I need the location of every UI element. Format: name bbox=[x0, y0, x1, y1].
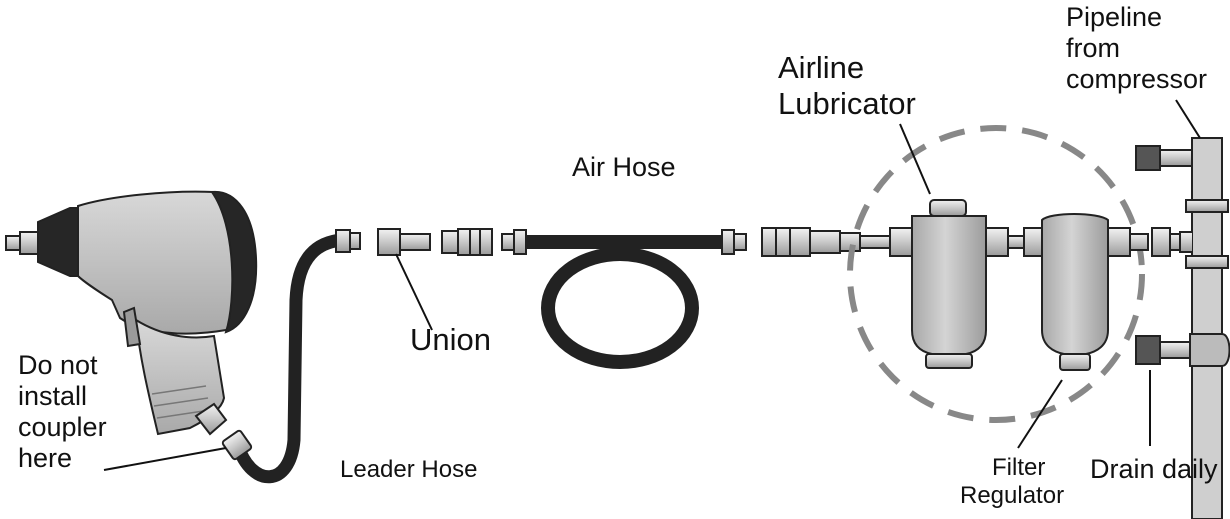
airline-lubricator bbox=[911, 199, 987, 369]
label-drain-daily: Drain daily bbox=[1090, 454, 1218, 484]
wrench-air-inlet bbox=[194, 402, 228, 436]
compressor-pipeline bbox=[1135, 137, 1230, 519]
quick-coupler bbox=[441, 228, 493, 256]
callout-line-lubricator bbox=[899, 123, 931, 195]
label-airline-lubricator: Airline Lubricator bbox=[778, 50, 916, 121]
callout-line-pipeline bbox=[1175, 99, 1201, 139]
inline-connectors bbox=[761, 227, 913, 257]
wrench-rear-boot bbox=[210, 190, 258, 334]
callout-line-coupler bbox=[103, 447, 227, 471]
impact-wrench bbox=[5, 190, 258, 436]
callout-lines bbox=[103, 99, 1201, 471]
callout-line-union bbox=[395, 253, 433, 331]
label-pipeline: Pipeline from compressor bbox=[1066, 2, 1208, 95]
label-leader-hose: Leader Hose bbox=[340, 456, 478, 483]
label-union: Union bbox=[410, 322, 491, 357]
union-fitting bbox=[377, 228, 431, 256]
frl-unit-highlight bbox=[847, 125, 1145, 423]
label-coupler-warning: Do not install coupler here bbox=[18, 350, 107, 474]
callout-line-filter bbox=[1017, 379, 1063, 449]
wrench-nose-boot bbox=[37, 207, 79, 277]
label-filter-regulator: Filter Regulator bbox=[960, 454, 1065, 509]
leader-hose bbox=[221, 229, 361, 484]
air-hose bbox=[501, 229, 747, 369]
wrench-trigger bbox=[122, 306, 142, 348]
unit-connector bbox=[985, 227, 1043, 257]
wrench-body bbox=[77, 190, 242, 335]
filter-regulator bbox=[1041, 213, 1109, 371]
label-air-hose: Air Hose bbox=[572, 152, 676, 182]
